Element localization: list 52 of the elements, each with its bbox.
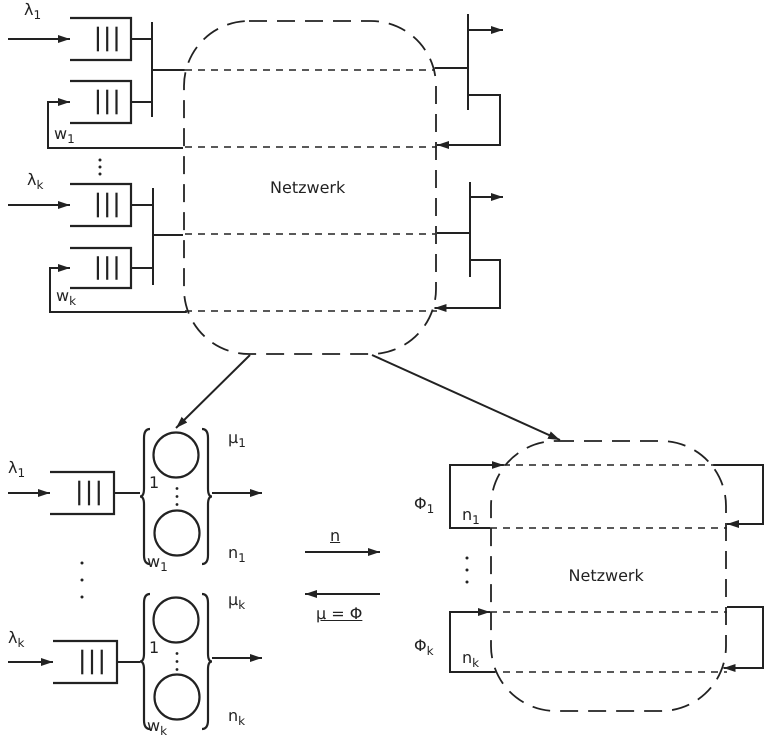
edge-label: Φ$_{k}$: [414, 636, 434, 660]
queue-symbol: [70, 183, 132, 227]
edge-label: w$_{k}$: [56, 286, 76, 310]
arrow: [434, 67, 501, 149]
symbol-label: w$_{k}$: [147, 716, 168, 737]
server-circle: [153, 509, 201, 557]
arrow: [449, 461, 504, 529]
arrow: [175, 354, 251, 429]
arrow: [434, 232, 501, 312]
arrow: [8, 201, 70, 209]
edge-label: λ$_{k}$: [27, 170, 44, 194]
variable-label: n$_{1}$: [462, 505, 480, 530]
variable-label: μ = Φ: [316, 604, 362, 623]
arrow: [724, 606, 764, 672]
connector-line: [118, 661, 140, 663]
arrow: [8, 658, 53, 666]
queue-symbol: [70, 247, 132, 289]
symbol-label: μ$_{1}$: [228, 428, 246, 452]
edge-label: Φ$_{1}$: [414, 494, 434, 518]
connector-line: [115, 492, 140, 494]
variable-label: n$_{k}$: [462, 648, 480, 672]
server-index: 1: [149, 638, 160, 657]
network-region: [183, 20, 437, 355]
connector-line: [132, 69, 185, 103]
variable-label: n: [330, 526, 340, 545]
arrow: [212, 654, 262, 662]
queue-symbol: [53, 640, 118, 684]
arrow: [49, 264, 187, 313]
arrow: [47, 98, 183, 149]
queue-symbol: [50, 471, 115, 515]
network-label: Netzwerk: [270, 178, 346, 196]
queue-symbol: [70, 17, 132, 61]
arrow: [449, 608, 495, 673]
network-label: Netzwerk: [568, 566, 644, 585]
symbol-label: w$_{1}$: [147, 552, 168, 576]
arrow: [8, 489, 50, 497]
symbol-label: n$_{k}$: [228, 706, 246, 730]
queue-symbol: [70, 80, 132, 124]
arrow: [713, 464, 764, 528]
edge-label: w$_{1}$: [54, 124, 75, 148]
connector-line: [132, 234, 183, 269]
server-index: 1: [149, 473, 160, 492]
arrow: [372, 354, 560, 441]
symbol-label: n$_{1}$: [228, 543, 246, 568]
server-circle: [153, 673, 201, 721]
edge-label: λ$_{k}$: [8, 628, 24, 652]
arrow: [8, 35, 70, 43]
edge-label: λ$_{1}$: [8, 458, 26, 482]
arrow: [212, 489, 262, 497]
edge-label: λ$_{1}$: [24, 0, 42, 24]
symbol-label: μ$_{k}$: [228, 590, 246, 614]
network-region: [490, 440, 727, 712]
